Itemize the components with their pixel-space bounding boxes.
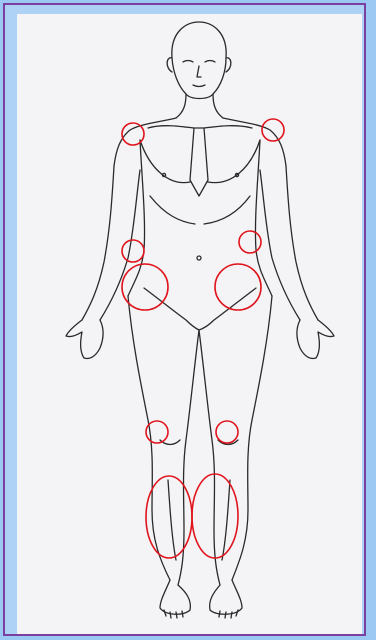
mouth bbox=[193, 85, 205, 87]
marker-right-elbow[interactable] bbox=[239, 231, 261, 253]
right-eye bbox=[205, 61, 215, 63]
navel bbox=[197, 256, 201, 260]
left-eye bbox=[183, 61, 193, 63]
pain-markers bbox=[122, 119, 284, 558]
torso-right bbox=[255, 140, 272, 296]
marker-left-knee[interactable] bbox=[146, 421, 168, 443]
sternum bbox=[190, 128, 208, 196]
right-leg-outer bbox=[232, 296, 272, 580]
right-hand bbox=[297, 320, 334, 359]
clavicle-right bbox=[204, 126, 252, 128]
left-shin-line bbox=[168, 480, 176, 560]
groin-right bbox=[199, 288, 256, 330]
neck-left bbox=[176, 94, 186, 118]
nipple-left bbox=[162, 173, 165, 176]
marker-left-elbow[interactable] bbox=[122, 240, 144, 262]
torso-left bbox=[128, 140, 145, 296]
left-arm-inner bbox=[100, 170, 140, 320]
body-outline bbox=[66, 22, 334, 618]
marker-right-hip[interactable] bbox=[215, 264, 261, 310]
marker-right-knee[interactable] bbox=[216, 421, 238, 443]
left-hand bbox=[66, 320, 103, 359]
clavicle-left bbox=[148, 126, 194, 128]
left-arm-outer bbox=[82, 166, 114, 320]
marker-left-hip[interactable] bbox=[122, 264, 168, 310]
right-arm-inner bbox=[260, 170, 300, 320]
nose bbox=[197, 66, 201, 77]
left-foot bbox=[160, 580, 190, 614]
right-shin-line bbox=[222, 480, 230, 560]
ribcage-left bbox=[150, 196, 195, 224]
right-ear bbox=[226, 58, 231, 72]
ribcage-right bbox=[204, 196, 250, 224]
marker-right-shoulder[interactable] bbox=[262, 119, 284, 141]
right-foot bbox=[210, 580, 242, 614]
left-ear bbox=[167, 58, 172, 72]
pectoral-right bbox=[208, 140, 260, 183]
right-leg-inner bbox=[199, 330, 220, 585]
left-leg-inner bbox=[178, 330, 199, 585]
neck-right bbox=[213, 94, 223, 118]
right-arm-outer bbox=[286, 166, 318, 320]
